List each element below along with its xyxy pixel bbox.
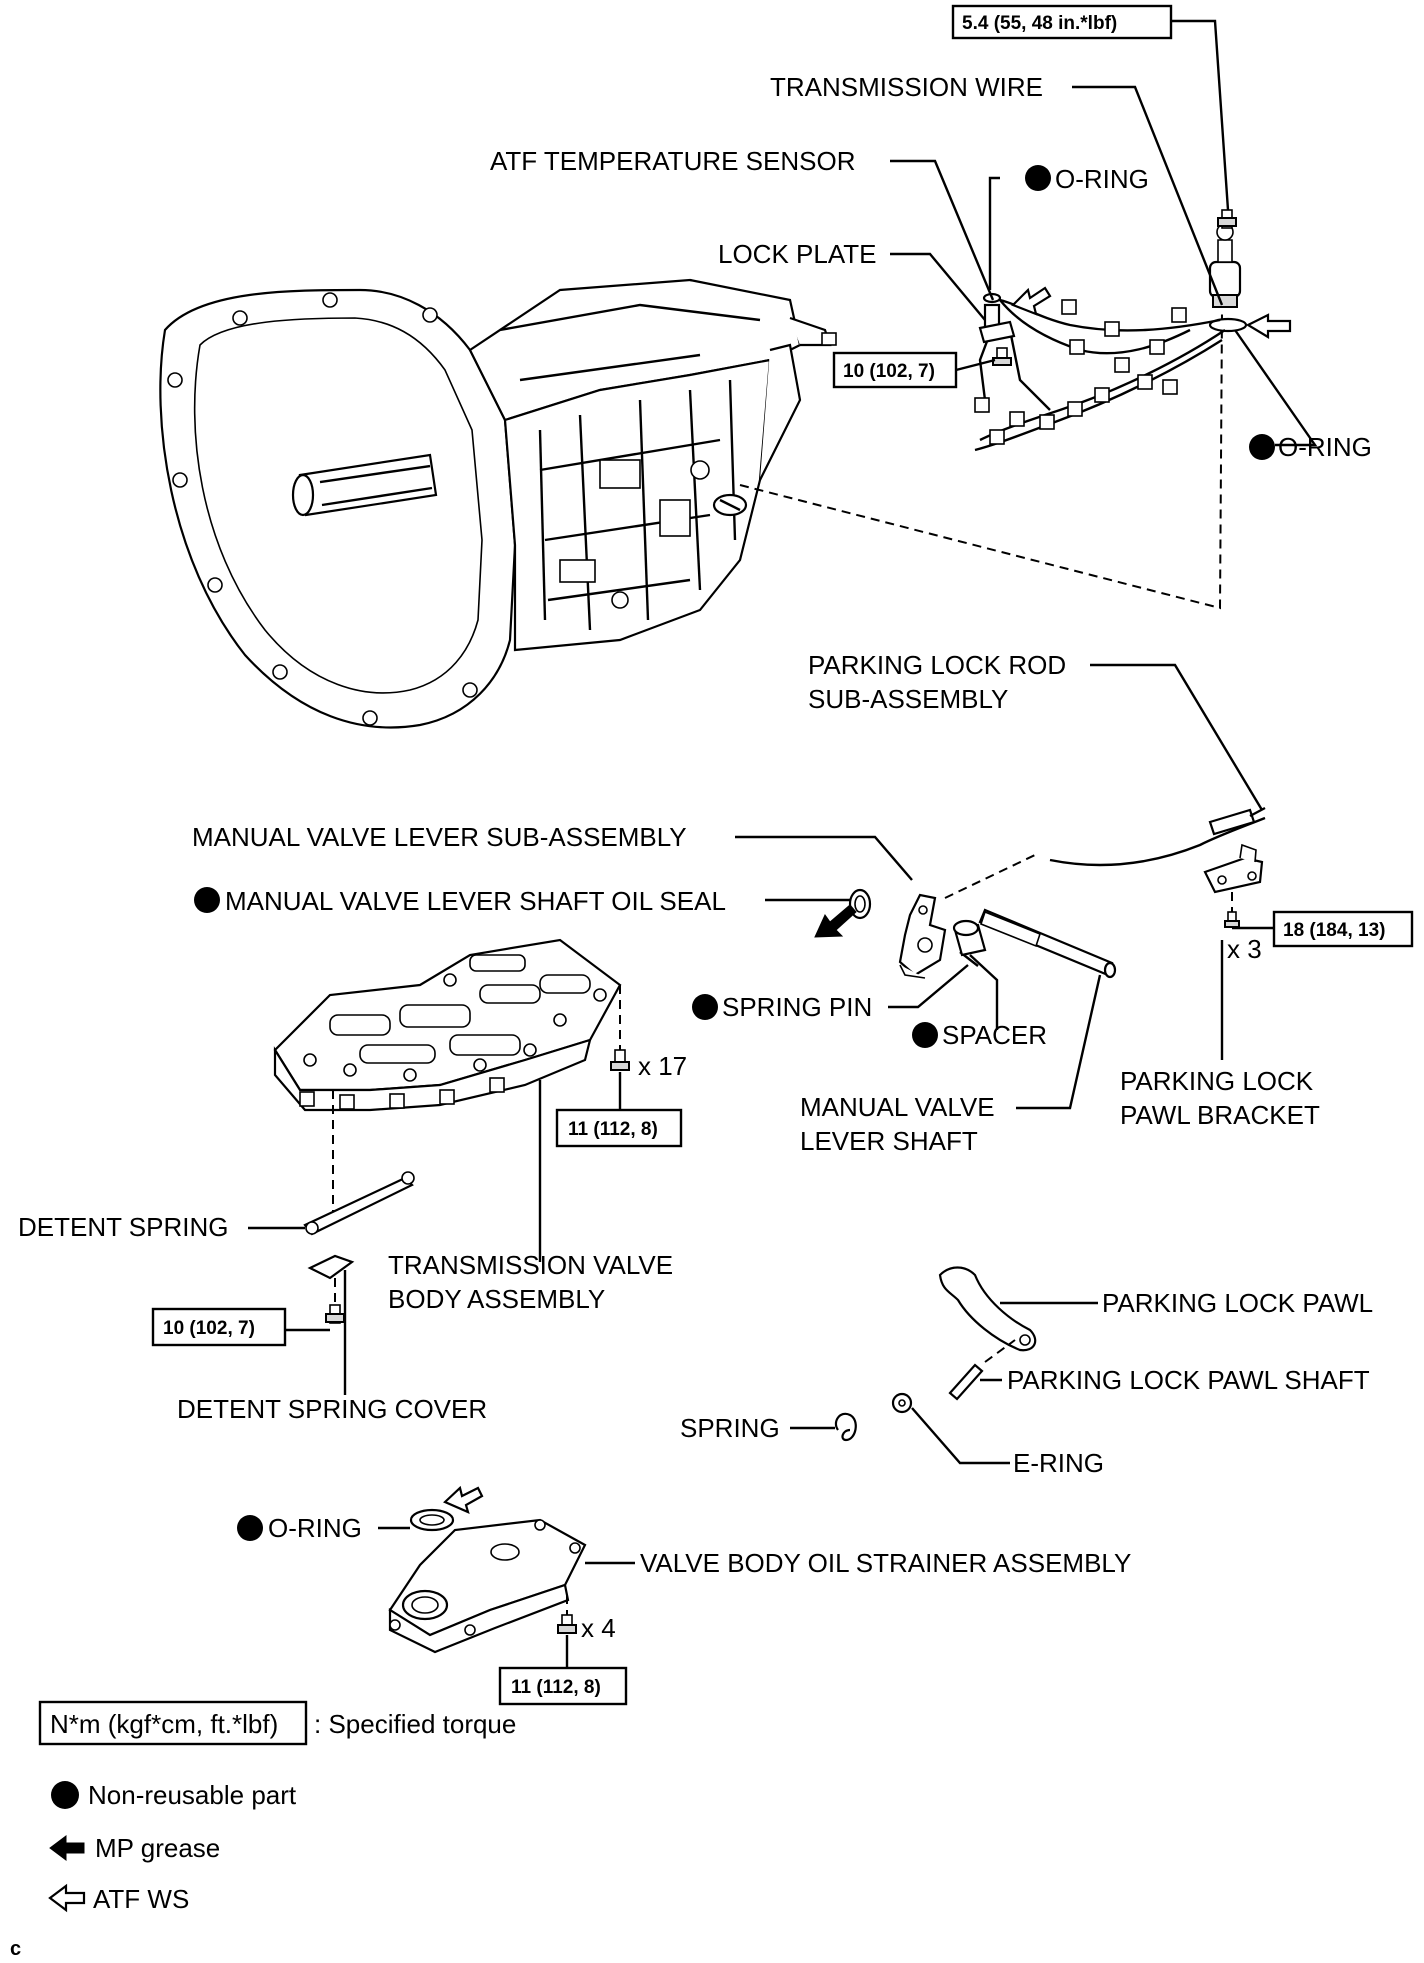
non-reusable-mark-oil-seal — [194, 887, 220, 913]
label-spring-pin: SPRING PIN — [722, 992, 872, 1022]
legend-mp-grease-icon — [49, 1835, 85, 1861]
legend-torque-text: : Specified torque — [314, 1709, 516, 1739]
label-lock-plate: LOCK PLATE — [718, 239, 876, 269]
qty-strainer-bolt: x 4 — [581, 1613, 616, 1643]
label-transmission-wire: TRANSMISSION WIRE — [770, 72, 1043, 102]
label-valve-body-oil-strainer: VALVE BODY OIL STRAINER ASSEMBLY — [640, 1548, 1131, 1578]
label-spacer: SPACER — [942, 1020, 1047, 1050]
legend-atf-ws-text: ATF WS — [93, 1884, 189, 1914]
label-transmission-valve-body-line1: TRANSMISSION VALVE — [388, 1250, 673, 1280]
legend-non-reusable-icon — [51, 1781, 79, 1809]
torque-box-wire-bolt — [951, 4, 1173, 40]
legend-torque-box — [38, 1700, 308, 1746]
qty-valve-body-bolt: x 17 — [638, 1051, 687, 1081]
atf-ws-arrow-right — [1245, 313, 1292, 339]
detent-spring-group — [248, 1090, 415, 1395]
non-reusable-mark-o-ring-top — [1025, 165, 1051, 191]
legend-non-reusable-text: Non-reusable part — [88, 1780, 297, 1810]
label-transmission-valve-body-line2: BODY ASSEMBLY — [388, 1284, 605, 1314]
label-parking-lock-pawl-bracket-line2: PAWL BRACKET — [1120, 1100, 1320, 1130]
label-spring: SPRING — [680, 1413, 780, 1443]
label-detent-spring-cover: DETENT SPRING COVER — [177, 1394, 487, 1424]
torque-specs: 5.4 (55, 48 in.*lbf) 10 (102, 7) 18 (184… — [151, 4, 1414, 1706]
legend-mp-grease-text: MP grease — [95, 1833, 220, 1863]
oil-strainer-group — [378, 1485, 635, 1668]
qty-bracket-bolt: x 3 — [1227, 934, 1262, 964]
rod-to-lever-dashed — [944, 854, 1036, 899]
non-reusable-mark-o-ring-bottom — [237, 1515, 263, 1541]
torque-wire-bolt: 5.4 (55, 48 in.*lbf) — [962, 13, 1117, 34]
label-o-ring-bottom: O-RING — [268, 1513, 362, 1543]
torque-box-strainer — [498, 1666, 628, 1706]
legend: N*m (kgf*cm, ft.*lbf) : Specified torque… — [10, 1700, 516, 1960]
torque-box-detent-cover — [151, 1307, 287, 1347]
label-e-ring: E-RING — [1013, 1448, 1104, 1478]
torque-lock-plate-bolt: 10 (102, 7) — [843, 361, 935, 382]
torque-valve-body-bolt: 11 (112, 8) — [568, 1119, 658, 1140]
label-parking-lock-rod-line1: PARKING LOCK ROD — [808, 650, 1066, 680]
label-detent-spring: DETENT SPRING — [18, 1212, 228, 1242]
non-reusable-mark-o-ring-right — [1249, 434, 1275, 460]
label-manual-valve-lever: MANUAL VALVE LEVER SUB-ASSEMBLY — [192, 822, 687, 852]
label-parking-lock-rod-line2: SUB-ASSEMBLY — [808, 684, 1008, 714]
label-o-ring-right: O-RING — [1278, 432, 1372, 462]
transmission-wire-harness — [974, 209, 1248, 452]
torque-box-valve-body — [555, 1108, 683, 1148]
transmission-case-illustration — [159, 278, 837, 729]
label-manual-valve-lever-shaft-line1: MANUAL VALVE — [800, 1092, 995, 1122]
torque-box-bracket — [1272, 910, 1414, 948]
torque-bracket-bolt: 18 (184, 13) — [1283, 920, 1385, 941]
non-reusable-mark-spacer — [912, 1022, 938, 1048]
parking-lock-pawl-bracket — [1203, 843, 1274, 1060]
leader-lines-top — [890, 19, 1318, 447]
torque-strainer-bolt: 11 (112, 8) — [511, 1677, 601, 1698]
torque-detent-cover-bolt: 10 (102, 7) — [163, 1318, 255, 1339]
manual-valve-lever-group — [735, 835, 1117, 1110]
label-parking-lock-pawl: PARKING LOCK PAWL — [1102, 1288, 1373, 1318]
valve-body-illustration — [273, 938, 630, 1262]
label-o-ring-top: O-RING — [1055, 164, 1149, 194]
legend-torque-units: N*m (kgf*cm, ft.*lbf) — [50, 1709, 278, 1739]
case-to-harness-dashed — [739, 311, 1223, 610]
label-manual-valve-lever-shaft-line2: LEVER SHAFT — [800, 1126, 978, 1156]
parking-lock-rod — [1049, 663, 1266, 867]
footer-code: c — [10, 1938, 21, 1960]
atf-ws-arrow-top — [1011, 286, 1052, 316]
label-manual-valve-lever-shaft-oil-seal: MANUAL VALVE LEVER SHAFT OIL SEAL — [225, 886, 726, 916]
part-labels: TRANSMISSION WIRE ATF TEMPERATURE SENSOR… — [18, 72, 1373, 1578]
label-atf-temperature-sensor: ATF TEMPERATURE SENSOR — [490, 146, 856, 176]
torque-box-lock-plate — [832, 351, 958, 389]
label-parking-lock-pawl-shaft: PARKING LOCK PAWL SHAFT — [1007, 1365, 1370, 1395]
non-reusable-mark-spring-pin — [692, 994, 718, 1020]
label-parking-lock-pawl-bracket-line1: PARKING LOCK — [1120, 1066, 1314, 1096]
parking-lock-pawl-group — [790, 1266, 1098, 1465]
legend-atf-ws-icon — [48, 1883, 86, 1913]
